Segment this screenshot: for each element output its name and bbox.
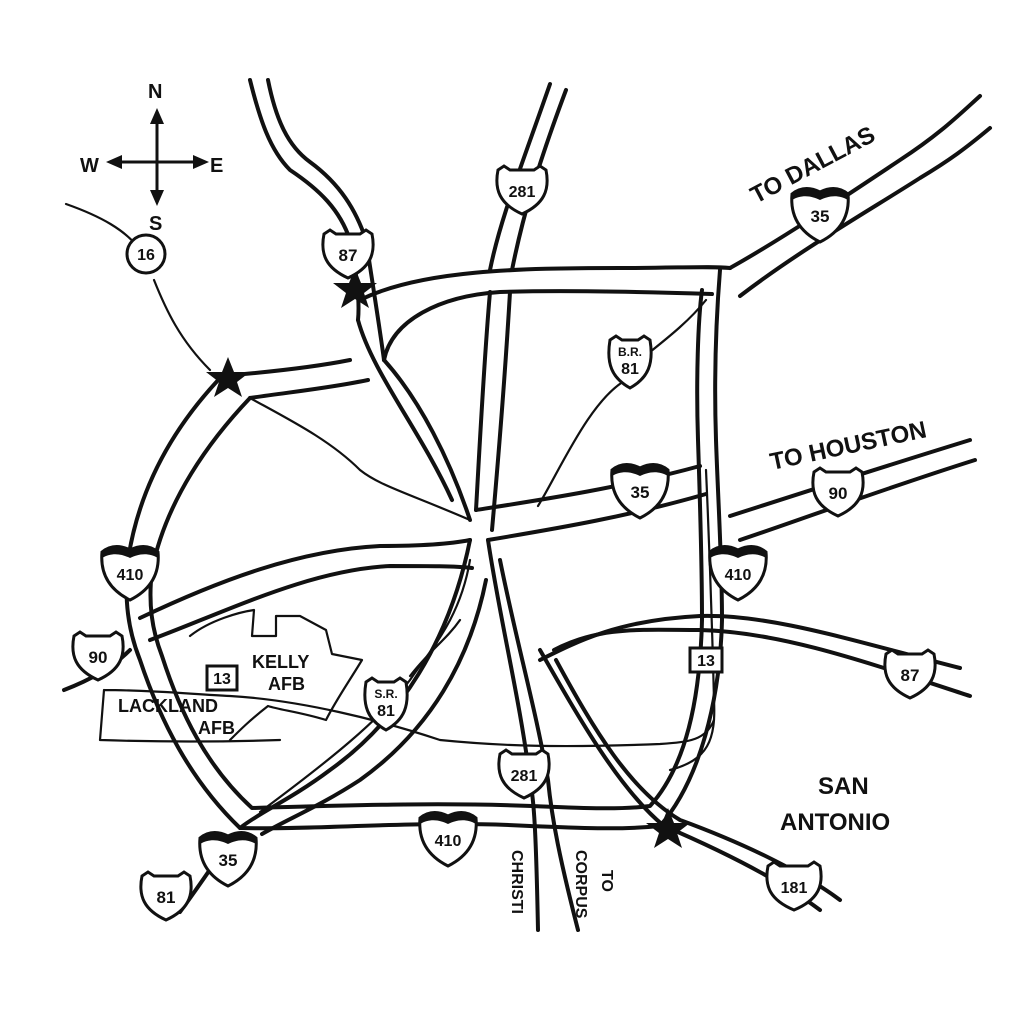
- i410-s-shield: 410: [418, 811, 478, 868]
- us281-center-line-a: [474, 290, 492, 512]
- star-marker-icon: [333, 268, 377, 308]
- star-marker-icon: [206, 357, 250, 397]
- sr81-line2: 81: [377, 703, 395, 720]
- sh16-road: [64, 202, 212, 372]
- to-label: TO: [598, 870, 615, 892]
- loop13-w-number: 13: [213, 671, 231, 688]
- i35-sw-line-b: [260, 578, 488, 836]
- i35-ne-shield: 35: [790, 187, 850, 244]
- us90-west-line-b: [148, 564, 474, 642]
- i35-center-line-a: [474, 464, 702, 512]
- compass-south-label: S: [149, 213, 162, 235]
- us281-n-shield: 281: [495, 164, 549, 216]
- us181-number: 181: [781, 880, 808, 897]
- lackland-afb-line2: AFB: [198, 718, 235, 738]
- loop13-e-shield: 13: [688, 646, 724, 674]
- i35-ne-line-b: [738, 126, 992, 298]
- compass-rose-icon: N S W E: [80, 81, 223, 235]
- us87-west-link-b: [248, 378, 370, 400]
- us-route-shields: 281 281 87 87 90 90 81 181: [71, 164, 937, 922]
- i410-w-number: 410: [117, 567, 144, 584]
- i410-e-number: 410: [725, 567, 752, 584]
- loop13-east-road: [668, 468, 716, 772]
- br81-line1: B.R.: [618, 345, 642, 359]
- minor-roads: [64, 202, 716, 814]
- i35-ne-line-a: [728, 94, 982, 270]
- star-marker-icon: [646, 808, 690, 848]
- loop13-w-shield: 13: [205, 664, 239, 692]
- i410-e-shield: 410: [708, 545, 768, 602]
- br81-road: [536, 298, 708, 508]
- i35-center-number: 35: [631, 483, 650, 502]
- us281-center-line-b: [490, 290, 512, 532]
- i35-center-shield: 35: [610, 463, 670, 520]
- us181-shield: 181: [765, 860, 823, 912]
- i410-s-number: 410: [435, 833, 462, 850]
- inner-loop-top-outer: [358, 265, 732, 302]
- br81-shield: B.R. 81: [607, 334, 653, 390]
- i35-center-line-b: [486, 492, 708, 542]
- us281-n-number: 281: [509, 184, 536, 201]
- city-label-line1: SAN: [818, 773, 869, 800]
- i410-w-shield: 410: [100, 545, 160, 602]
- sr81-upper: [408, 618, 462, 678]
- us90-e-number: 90: [829, 484, 848, 503]
- i35-sw-line-a: [238, 538, 472, 830]
- loop-410-inner-line: [148, 288, 704, 811]
- us81-sw-shield: 81: [139, 870, 193, 922]
- us90-e-shield: 90: [811, 466, 865, 518]
- us81-sw-number: 81: [157, 888, 176, 907]
- kelly-afb-line1: KELLY: [252, 652, 309, 672]
- christi-label: CHRISTI: [508, 850, 525, 914]
- sh16-number: 16: [137, 247, 155, 264]
- us181-line-b: [554, 658, 842, 902]
- star-markers: [206, 268, 690, 848]
- corpus-label: CORPUS: [572, 850, 589, 919]
- us281-s-number: 281: [511, 768, 538, 785]
- us87-n-number: 87: [339, 246, 358, 265]
- br81-line2: 81: [621, 361, 639, 378]
- state-route-shields: 16 13 13: [125, 233, 724, 692]
- sr81-line1: S.R.: [374, 687, 397, 701]
- us87-e-shield: 87: [883, 648, 937, 700]
- us90-w-number: 90: [89, 648, 108, 667]
- interstate-shields: 35 35 35 410 410 410: [100, 187, 850, 888]
- lackland-afb-line1: LACKLAND: [118, 696, 218, 716]
- inner-loop-top-inner: [382, 289, 714, 362]
- inner-loop-left-outer: [356, 318, 454, 502]
- us87-n-shield: 87: [321, 228, 375, 280]
- us87-nw-line-b: [266, 78, 386, 362]
- kelly-afb-line2: AFB: [268, 674, 305, 694]
- compass-north-label: N: [148, 81, 162, 103]
- compass-west-label: W: [80, 155, 99, 177]
- us90-west-line-a: [138, 538, 472, 620]
- business-route-shields: B.R. 81 S.R. 81: [363, 334, 653, 732]
- i35-ne-number: 35: [811, 207, 830, 226]
- city-label-line2: ANTONIO: [780, 809, 890, 836]
- lackland-boundary: [98, 688, 716, 748]
- to-houston-label: TO HOUSTON: [768, 416, 929, 475]
- kelly-boundary: [188, 608, 364, 742]
- loop13-e-number: 13: [697, 653, 715, 670]
- thin-west-road: [248, 396, 472, 522]
- inner-loop-left: [382, 358, 472, 522]
- sh16-shield: 16: [125, 233, 167, 275]
- us90-w-shield: 90: [71, 630, 125, 682]
- compass-east-label: E: [210, 155, 223, 177]
- sr81-shield: S.R. 81: [363, 676, 409, 732]
- us281-s-shield: 281: [497, 748, 551, 800]
- us87-e-number: 87: [901, 666, 920, 685]
- i35-sw-shield: 35: [198, 831, 258, 888]
- i35-sw-number: 35: [219, 851, 238, 870]
